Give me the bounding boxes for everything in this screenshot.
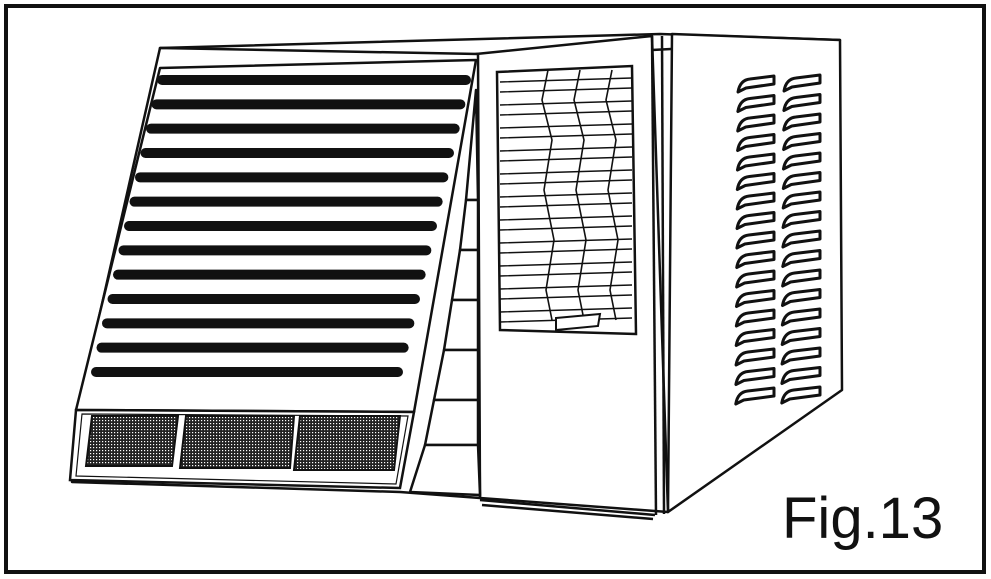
side-vent-slot [781, 151, 822, 171]
side-vent-slot [782, 132, 822, 151]
side-vent-slot [734, 328, 776, 347]
side-vent-slot [782, 73, 822, 93]
side-vent-slot [781, 249, 822, 268]
side-vent-slot [734, 289, 776, 308]
filter-mesh [84, 415, 180, 467]
front-grille-louvers [91, 75, 471, 377]
side-vent-slot [735, 152, 776, 172]
control-lever [555, 312, 602, 332]
side-vent-slot [735, 211, 776, 230]
corner-edge [650, 35, 658, 516]
side-vents [734, 73, 822, 406]
control-bar [499, 146, 633, 162]
side-vent-slot [735, 172, 776, 191]
control-window-frame [495, 64, 638, 336]
control-bar [499, 215, 633, 231]
side-vent-slot [781, 190, 822, 210]
corner-edge-inner [660, 35, 666, 515]
control-window-bars [499, 69, 633, 332]
control-rod [605, 69, 619, 321]
figure-caption: Fig.13 [782, 486, 943, 551]
side-vent-slot [780, 307, 822, 327]
control-bar [499, 100, 633, 116]
side-slats [408, 88, 482, 497]
side-vent-slot [734, 308, 776, 328]
control-rod [541, 69, 555, 321]
side-vent-slot [781, 268, 822, 288]
side-vent-slot [736, 94, 776, 113]
side-vent-slot [734, 386, 776, 406]
side-vent-slot [736, 74, 776, 94]
side-vent-slot [735, 230, 776, 250]
side-vent-slot [735, 269, 776, 289]
side-vent-slot [736, 113, 776, 133]
side-vent-slot [780, 346, 822, 366]
side-vent-slot [736, 133, 776, 152]
control-rod [573, 69, 587, 321]
base-rail-lower [481, 503, 654, 521]
control-window [495, 64, 638, 336]
side-vent-slot [782, 112, 822, 132]
side-vent-slot [781, 210, 822, 229]
control-bar [499, 238, 633, 254]
side-vent-slot [781, 171, 822, 190]
filter-mesh [292, 415, 402, 471]
side-vent-slot [780, 327, 822, 346]
side-vent-slot [735, 191, 776, 211]
base-rail [479, 498, 656, 517]
control-bar [499, 123, 633, 139]
side-vent-slot [780, 366, 822, 385]
side-vent-slot [782, 93, 822, 112]
side-vent-slot [781, 229, 822, 249]
side-vent-slot [734, 347, 776, 367]
control-bar [499, 261, 633, 277]
side-vent-slot [780, 385, 822, 405]
side-vent-slot [735, 250, 776, 269]
side-vent-slot [780, 288, 822, 307]
side-vent-slot [734, 367, 776, 386]
filter-mesh [178, 415, 296, 469]
filter-meshes [84, 415, 402, 471]
